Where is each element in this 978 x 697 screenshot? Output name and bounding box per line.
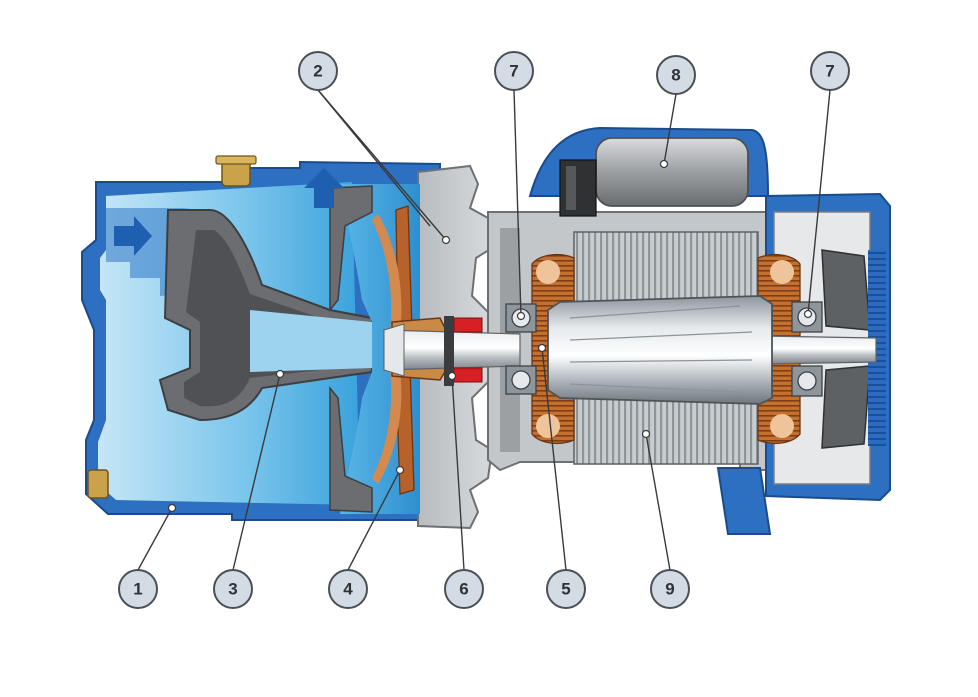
callout-3: 3 — [213, 569, 253, 609]
callout-8: 8 — [656, 55, 696, 95]
drain-plug — [87, 469, 109, 499]
svg-text:3: 3 — [228, 580, 237, 599]
svg-text:9: 9 — [665, 580, 674, 599]
callout-1: 1 — [118, 569, 158, 609]
capacitor — [559, 137, 749, 217]
callout-2: 2 — [298, 51, 338, 91]
front-bearing — [505, 303, 537, 395]
callout-4: 4 — [328, 569, 368, 609]
svg-text:4: 4 — [343, 580, 353, 599]
inlet-arrow-icon — [114, 216, 152, 256]
callout-7-front: 7 — [494, 51, 534, 91]
outlet-arrow-icon — [304, 168, 344, 208]
svg-text:1: 1 — [133, 580, 142, 599]
callout-7-rear: 7 — [810, 51, 850, 91]
callout-5: 5 — [546, 569, 586, 609]
callout-6: 6 — [444, 569, 484, 609]
leader-lines — [137, 89, 831, 571]
svg-text:7: 7 — [825, 62, 834, 81]
svg-text:8: 8 — [671, 66, 680, 85]
svg-text:5: 5 — [561, 580, 570, 599]
diffuser — [158, 209, 373, 422]
svg-text:2: 2 — [313, 62, 322, 81]
rotor — [547, 295, 773, 405]
mechanical-seal — [444, 316, 483, 386]
callout-9: 9 — [650, 569, 690, 609]
svg-text:6: 6 — [459, 580, 468, 599]
motor-shaft — [383, 323, 877, 377]
svg-text:7: 7 — [509, 62, 518, 81]
